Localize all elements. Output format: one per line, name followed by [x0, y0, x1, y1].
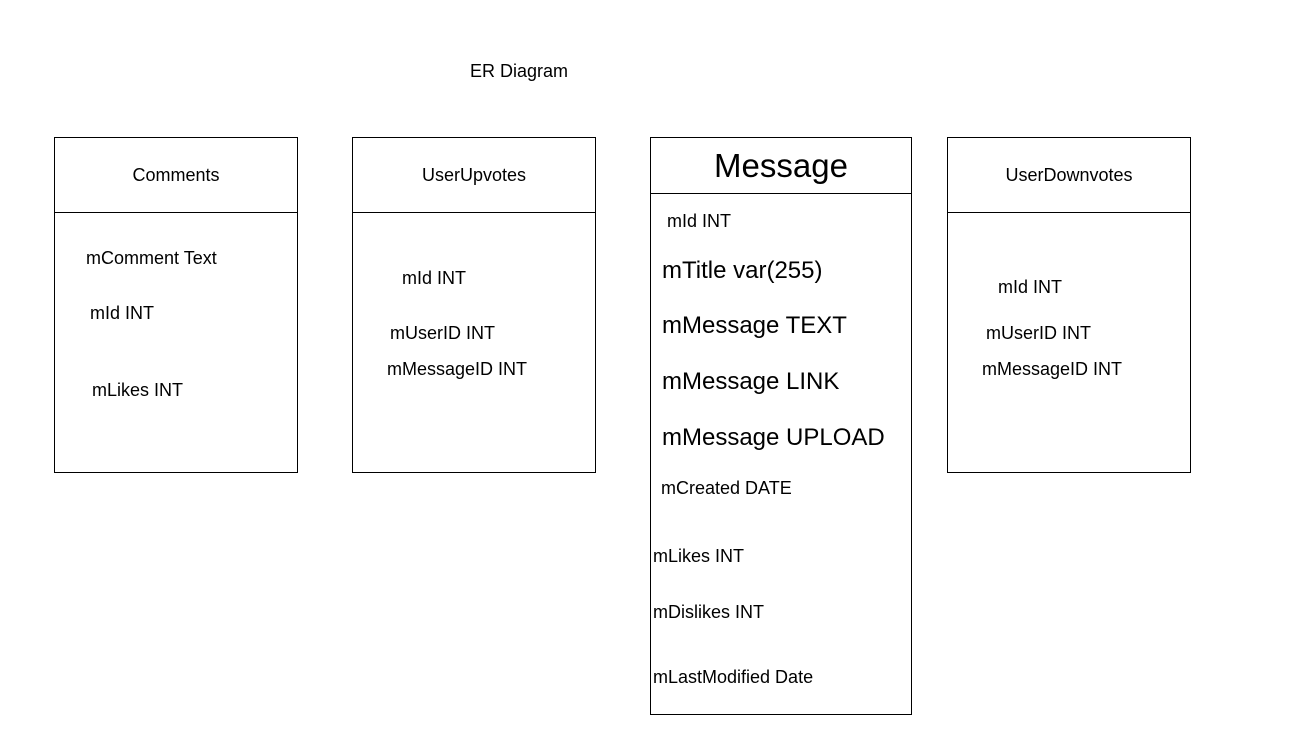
- field-message-mtitle: mTitle var(255): [662, 257, 823, 284]
- field-user-upvotes-muserid: mUserID INT: [390, 323, 495, 343]
- field-user-upvotes-mmessageid: mMessageID INT: [387, 359, 528, 379]
- entity-comments: Comments mComment Text mId INT mLikes IN…: [54, 137, 298, 473]
- diagram-title: ER Diagram: [470, 61, 569, 81]
- field-message-mmessage-text: mMessage TEXT: [662, 312, 847, 339]
- field-comments-mid: mId INT: [90, 303, 155, 323]
- field-message-mcreated: mCreated DATE: [661, 478, 792, 498]
- entity-comments-name: Comments: [55, 138, 297, 213]
- field-message-mdislikes: mDislikes INT: [653, 602, 764, 622]
- field-user-upvotes-mid: mId INT: [402, 268, 467, 288]
- entity-message-name: Message: [651, 138, 911, 194]
- field-comments-mcomment: mComment Text: [86, 248, 217, 268]
- field-user-downvotes-muserid: mUserID INT: [986, 323, 1091, 343]
- field-message-mlikes: mLikes INT: [653, 546, 745, 566]
- field-user-downvotes-mid: mId INT: [998, 277, 1063, 297]
- entity-user-upvotes: UserUpvotes mId INT mUserID INT mMessage…: [352, 137, 596, 473]
- field-message-mmessage-upload: mMessage UPLOAD: [662, 424, 885, 451]
- field-comments-mlikes: mLikes INT: [92, 380, 184, 400]
- entity-user-upvotes-name: UserUpvotes: [353, 138, 595, 213]
- field-user-downvotes-mmessageid: mMessageID INT: [982, 359, 1123, 379]
- field-message-mid: mId INT: [667, 211, 732, 231]
- entity-user-downvotes-name: UserDownvotes: [948, 138, 1190, 213]
- field-message-mmessage-link: mMessage LINK: [662, 368, 840, 395]
- field-message-mlastmodified: mLastModified Date: [653, 667, 814, 687]
- entity-message: Message mId INT mTitle var(255) mMessage…: [650, 137, 912, 715]
- entity-user-downvotes: UserDownvotes mId INT mUserID INT mMessa…: [947, 137, 1191, 473]
